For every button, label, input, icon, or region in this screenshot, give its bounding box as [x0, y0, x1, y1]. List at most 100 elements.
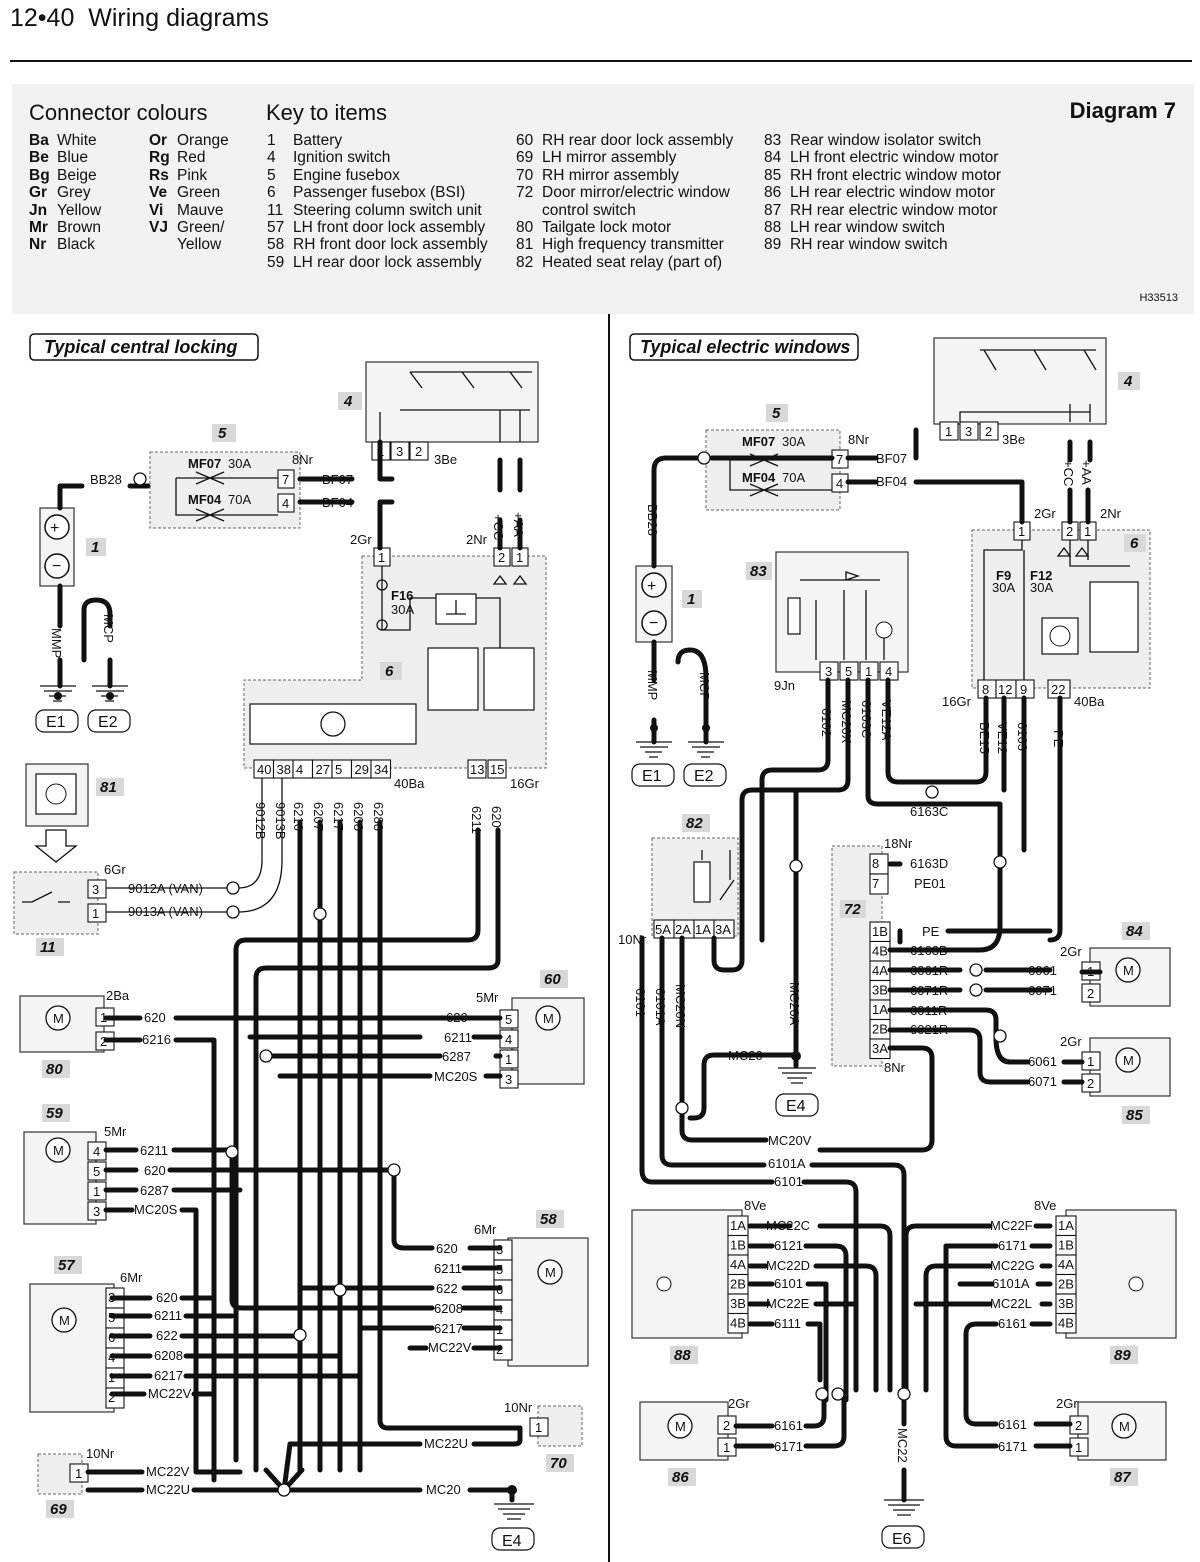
svg-text:MC20N: MC20N [673, 984, 688, 1028]
svg-text:M: M [545, 1265, 556, 1280]
svg-text:3Be: 3Be [1002, 432, 1025, 447]
svg-text:30A: 30A [782, 434, 805, 449]
svg-text:5: 5 [772, 405, 781, 422]
key-item-number: 88 [764, 219, 782, 237]
svg-text:6208: 6208 [154, 1348, 183, 1363]
key-item-text: LH rear window switch [790, 219, 946, 237]
connector-pin [1055, 1234, 1077, 1256]
svg-text:2: 2 [1066, 524, 1073, 539]
svg-text:8Nr: 8Nr [848, 432, 870, 447]
connector-pin [869, 999, 891, 1021]
svg-text:MC22U: MC22U [424, 1436, 468, 1451]
key-item-text: RH rear window switch [790, 236, 948, 254]
connector-pin [869, 921, 891, 943]
svg-text:−: − [52, 558, 61, 575]
key-item-number: 84 [764, 149, 782, 167]
svg-text:MC20V: MC20V [768, 1133, 812, 1148]
svg-text:2: 2 [985, 424, 992, 439]
svg-text:9013A (VAN): 9013A (VAN) [128, 904, 203, 919]
colour-name: White [57, 132, 97, 149]
tag-11: 11 [40, 939, 56, 956]
key-item-number: 70 [516, 166, 534, 184]
svg-text:6111: 6111 [774, 1316, 801, 1331]
key-item-number: 83 [764, 132, 782, 149]
svg-text:6163C: 6163C [910, 804, 948, 819]
colour-name: Blue [57, 149, 89, 167]
svg-text:BB28: BB28 [90, 472, 122, 487]
key-item-text: LH rear door lock assembly [293, 253, 482, 271]
svg-text:1: 1 [516, 550, 523, 565]
colour-code: Vi [149, 201, 164, 219]
svg-text:4: 4 [93, 1144, 100, 1159]
svg-text:6287: 6287 [442, 1049, 471, 1064]
svg-text:1: 1 [1075, 1440, 1082, 1455]
svg-text:2Nr: 2Nr [1100, 506, 1122, 521]
ground-e4: E4 [491, 1503, 535, 1551]
tag-58: 58 [540, 1211, 557, 1228]
key-item-number: 60 [516, 132, 534, 149]
connector-pin [869, 1018, 891, 1040]
svg-text:9012A (VAN): 9012A (VAN) [128, 881, 203, 896]
svg-text:12: 12 [998, 682, 1012, 697]
tag-80: 80 [46, 1061, 63, 1078]
pin-label: 3B [1058, 1296, 1074, 1311]
svg-text:6102: 6102 [819, 708, 834, 737]
colour-code: Ba [29, 132, 49, 149]
svg-text:40Ba: 40Ba [1074, 694, 1105, 709]
svg-text:6071R: 6071R [910, 983, 948, 998]
key-item-text: Door mirror/electric window [542, 184, 730, 202]
svg-text:MC20: MC20 [728, 1048, 763, 1063]
key-item-text: Engine fusebox [293, 166, 400, 184]
svg-text:18Nr: 18Nr [884, 836, 913, 851]
svg-text:M: M [1123, 1053, 1134, 1068]
key-item-number: 72 [516, 184, 534, 202]
key-item-text: RH front electric window motor [790, 166, 1002, 184]
svg-text:MF07: MF07 [742, 434, 775, 449]
colour-name: Green [177, 184, 221, 202]
central-locking-title: Typical central locking [44, 337, 237, 357]
svg-text:E2: E2 [694, 768, 714, 785]
key-item-text: RH front door lock assembly [293, 236, 488, 254]
svg-text:M: M [543, 1011, 554, 1026]
svg-text:2Gr: 2Gr [1060, 944, 1082, 959]
pin-label: 2B [872, 1022, 888, 1037]
svg-text:6101: 6101 [774, 1276, 803, 1291]
svg-text:1: 1 [1087, 1054, 1094, 1069]
diagram-divider [608, 314, 610, 1562]
connector-pin [1055, 1293, 1077, 1315]
svg-text:6216: 6216 [291, 802, 306, 831]
svg-text:7: 7 [282, 472, 289, 487]
connector-pin [869, 940, 891, 962]
key-item: 72 Door mirror/electric window [516, 184, 733, 201]
key-item-text: LH front electric window motor [790, 149, 999, 167]
svg-text:2Ba: 2Ba [106, 988, 130, 1003]
svg-text:4: 4 [885, 664, 892, 679]
colour-name: Grey [57, 184, 91, 202]
svg-text:16Gr: 16Gr [510, 776, 540, 791]
svg-text:72: 72 [844, 901, 861, 918]
svg-text:6Mr: 6Mr [120, 1270, 143, 1285]
svg-text:+CC: +CC [491, 514, 506, 540]
svg-text:5A: 5A [655, 922, 671, 937]
svg-text:6Gr: 6Gr [104, 862, 126, 877]
connector-pin [869, 853, 889, 875]
fuse-f16: F16 [391, 588, 413, 603]
svg-text:8: 8 [982, 682, 989, 697]
svg-text:1A: 1A [695, 922, 711, 937]
svg-text:30A: 30A [228, 456, 251, 471]
svg-text:+AA: +AA [511, 512, 526, 537]
svg-text:5Mr: 5Mr [104, 1124, 127, 1139]
svg-text:6021R: 6021R [910, 1022, 948, 1037]
key-item: 84 LH front electric window motor [764, 149, 1001, 166]
